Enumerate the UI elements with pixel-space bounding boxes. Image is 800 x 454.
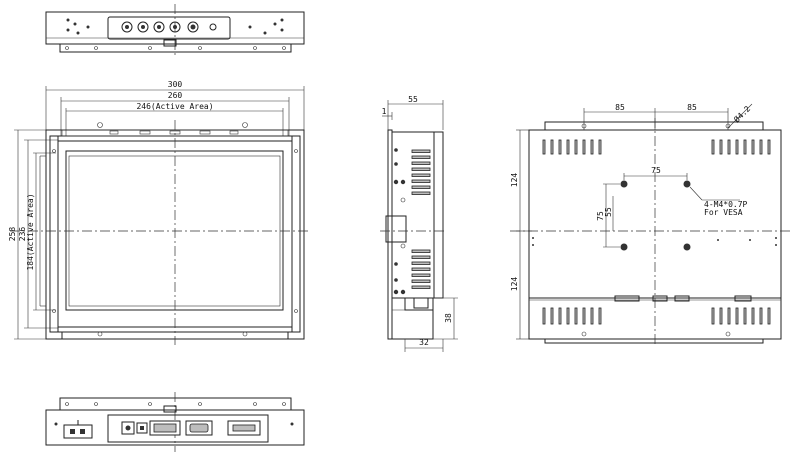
vga-port-icon <box>185 420 213 436</box>
dc-jack-icon <box>121 421 135 435</box>
dim-124-top-label: 124 <box>510 173 519 188</box>
dim-55-label: 55 <box>408 95 418 104</box>
bottom-hole-icon <box>54 402 294 426</box>
dim-1-label: 1 <box>382 107 387 116</box>
dim-32-label: 32 <box>419 338 429 347</box>
mount-slot-icon <box>65 46 286 50</box>
front-view: 300 260 246(Active Area) 258 236 184(Act… <box>8 80 310 345</box>
vent-icon <box>411 149 431 289</box>
dvi-port-icon <box>149 420 181 436</box>
dim-236-label: 236 <box>18 227 27 242</box>
dim-184-label: 184(Active Area) <box>26 193 35 270</box>
vesa-55-label: 55 <box>604 207 613 217</box>
dim-124-bottom-label: 124 <box>510 277 519 292</box>
vesa-75-horizontal-label: 75 <box>651 166 661 175</box>
dim-258-label: 258 <box>8 227 17 242</box>
vesa-hole-icon <box>620 180 691 251</box>
vesa-75-vertical-label: 75 <box>596 211 605 221</box>
dim-85-left-label: 85 <box>615 103 625 112</box>
rear-view: 85 85 Ø4.2 124 124 75 75 55 4-M4*0.7P Fo… <box>510 103 790 345</box>
dim-38-label: 38 <box>444 313 453 323</box>
switch-icon <box>136 422 148 434</box>
side-screw-icon <box>393 148 406 295</box>
top-view <box>45 4 305 56</box>
vesa-note-line1: 4-M4*0.7P <box>704 200 748 209</box>
rear-dot-icon <box>532 237 777 246</box>
side-view: 55 1 38 32 <box>380 95 458 352</box>
rear-vent-icon <box>542 139 771 325</box>
dim-260-label: 260 <box>168 91 183 100</box>
bottom-view <box>45 392 305 452</box>
screw-hole-icon <box>66 18 284 35</box>
vesa-note-line2: For VESA <box>704 208 743 217</box>
usb-port-icon <box>227 420 261 436</box>
osd-button-icon <box>121 21 217 33</box>
dim-246-label: 246(Active Area) <box>136 102 213 111</box>
power-terminal-icon <box>63 420 93 439</box>
dim-300-label: 300 <box>168 80 183 89</box>
front-hole-icon <box>52 122 298 337</box>
dim-85-right-label: 85 <box>687 103 697 112</box>
